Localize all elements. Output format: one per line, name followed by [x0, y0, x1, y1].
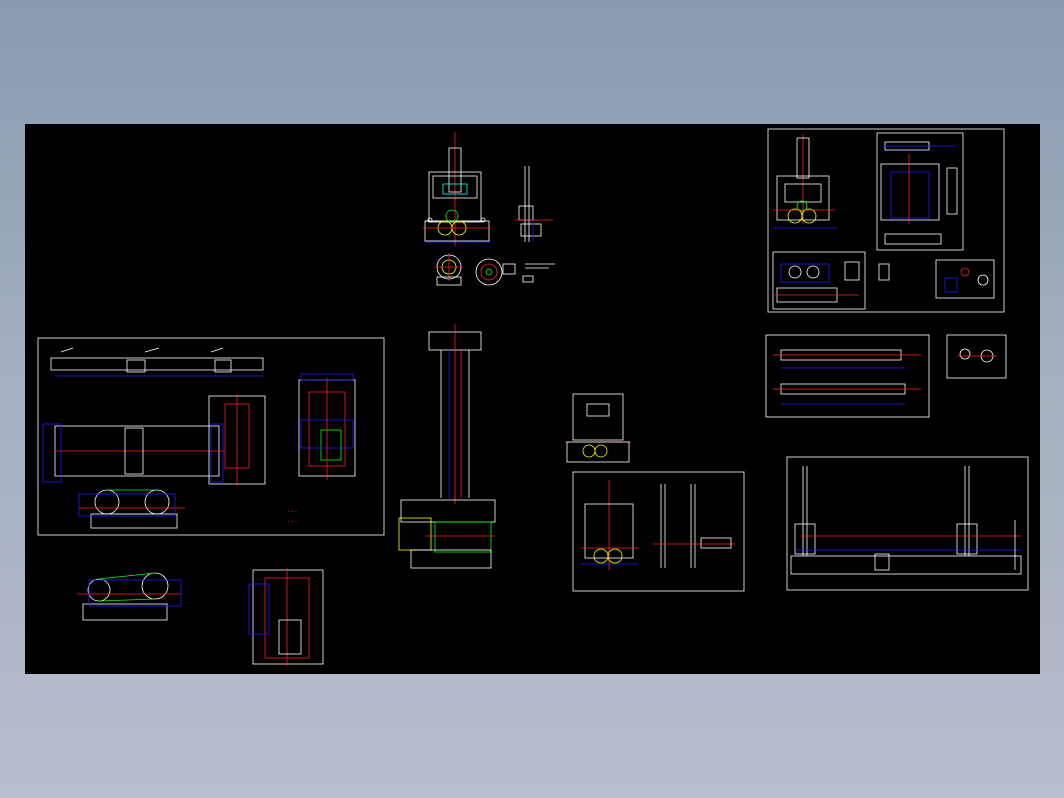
- cad-drawing-canvas[interactable]: ... ...: [25, 124, 1040, 674]
- frame-assembly-sheet: [37, 337, 385, 536]
- center-right-drawing-sheet: [572, 471, 745, 592]
- column-gearbox-view: [398, 324, 496, 569]
- gear-detail-views: [435, 253, 555, 286]
- roller-assembly-front-view: [423, 132, 491, 246]
- shaft-detail-sheet: [765, 334, 1007, 418]
- top-right-drawing-sheet: [767, 128, 1005, 313]
- cad-drawing: ... ...: [37, 128, 1029, 666]
- note-line-2: ...: [287, 517, 298, 524]
- roller-assembly-side-view: [515, 166, 553, 242]
- bracket-plan-view: [248, 568, 324, 666]
- frame-elevation-sheet: [786, 456, 1029, 591]
- note-line-1: ...: [287, 507, 298, 514]
- motor-drive-view: [77, 572, 182, 621]
- small-front-view: [565, 393, 631, 463]
